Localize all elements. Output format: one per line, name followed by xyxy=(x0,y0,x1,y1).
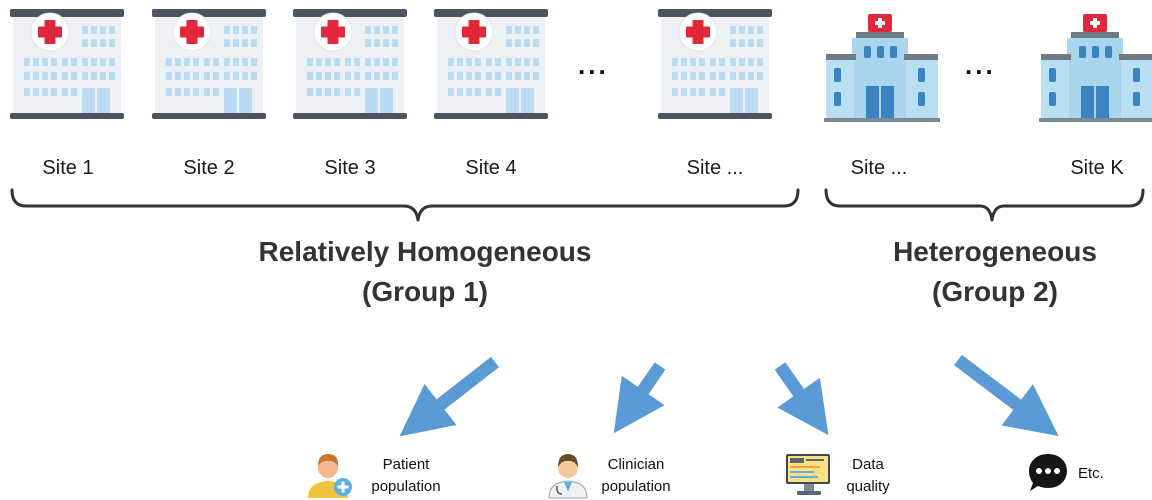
site-label-group2-a: Site ... xyxy=(850,157,908,179)
arrow-to-clinician xyxy=(613,362,666,434)
factor-label-data-quality: Data quality xyxy=(838,454,898,498)
factor-data-line1: Data xyxy=(852,456,884,473)
site-label-k: Site K xyxy=(1070,157,1124,179)
factor-label-etc: Etc. xyxy=(1078,465,1104,482)
clinician-icon xyxy=(548,454,588,499)
chat-bubble-icon xyxy=(1029,454,1067,491)
site-label-2: Site 2 xyxy=(183,157,235,179)
group2-title-line: Heterogeneous xyxy=(893,236,1097,267)
factor-patient-line2: population xyxy=(371,478,441,495)
group1-title: Relatively Homogeneous (Group 1) xyxy=(225,232,625,312)
group2-title: Heterogeneous (Group 2) xyxy=(850,232,1140,312)
data-quality-icon xyxy=(786,454,830,495)
site-label-n: Site ... xyxy=(686,157,744,179)
sites-ellipsis-group2: ... xyxy=(965,50,996,80)
group2-subtitle: (Group 2) xyxy=(932,276,1058,307)
site-label-4: Site 4 xyxy=(465,157,517,179)
factor-data-line2: quality xyxy=(846,478,890,495)
site-label-3: Site 3 xyxy=(324,157,376,179)
arrow-to-etc xyxy=(954,354,1059,437)
factor-patient-line1: Patient xyxy=(382,456,430,473)
sites-ellipsis-group1: ... xyxy=(578,50,609,80)
patient-icon xyxy=(308,454,352,498)
group1-title-line: Relatively Homogeneous xyxy=(258,236,592,267)
factor-label-patient: Patient population xyxy=(356,454,456,498)
arrow-to-patient xyxy=(399,356,499,437)
group1-subtitle: (Group 1) xyxy=(362,276,488,307)
factor-clinician-line2: population xyxy=(601,478,671,495)
factor-label-clinician: Clinician population xyxy=(591,454,681,498)
factor-clinician-line1: Clinician xyxy=(607,456,665,473)
arrow-to-data-quality xyxy=(774,362,829,436)
site-label-1: Site 1 xyxy=(42,157,94,179)
